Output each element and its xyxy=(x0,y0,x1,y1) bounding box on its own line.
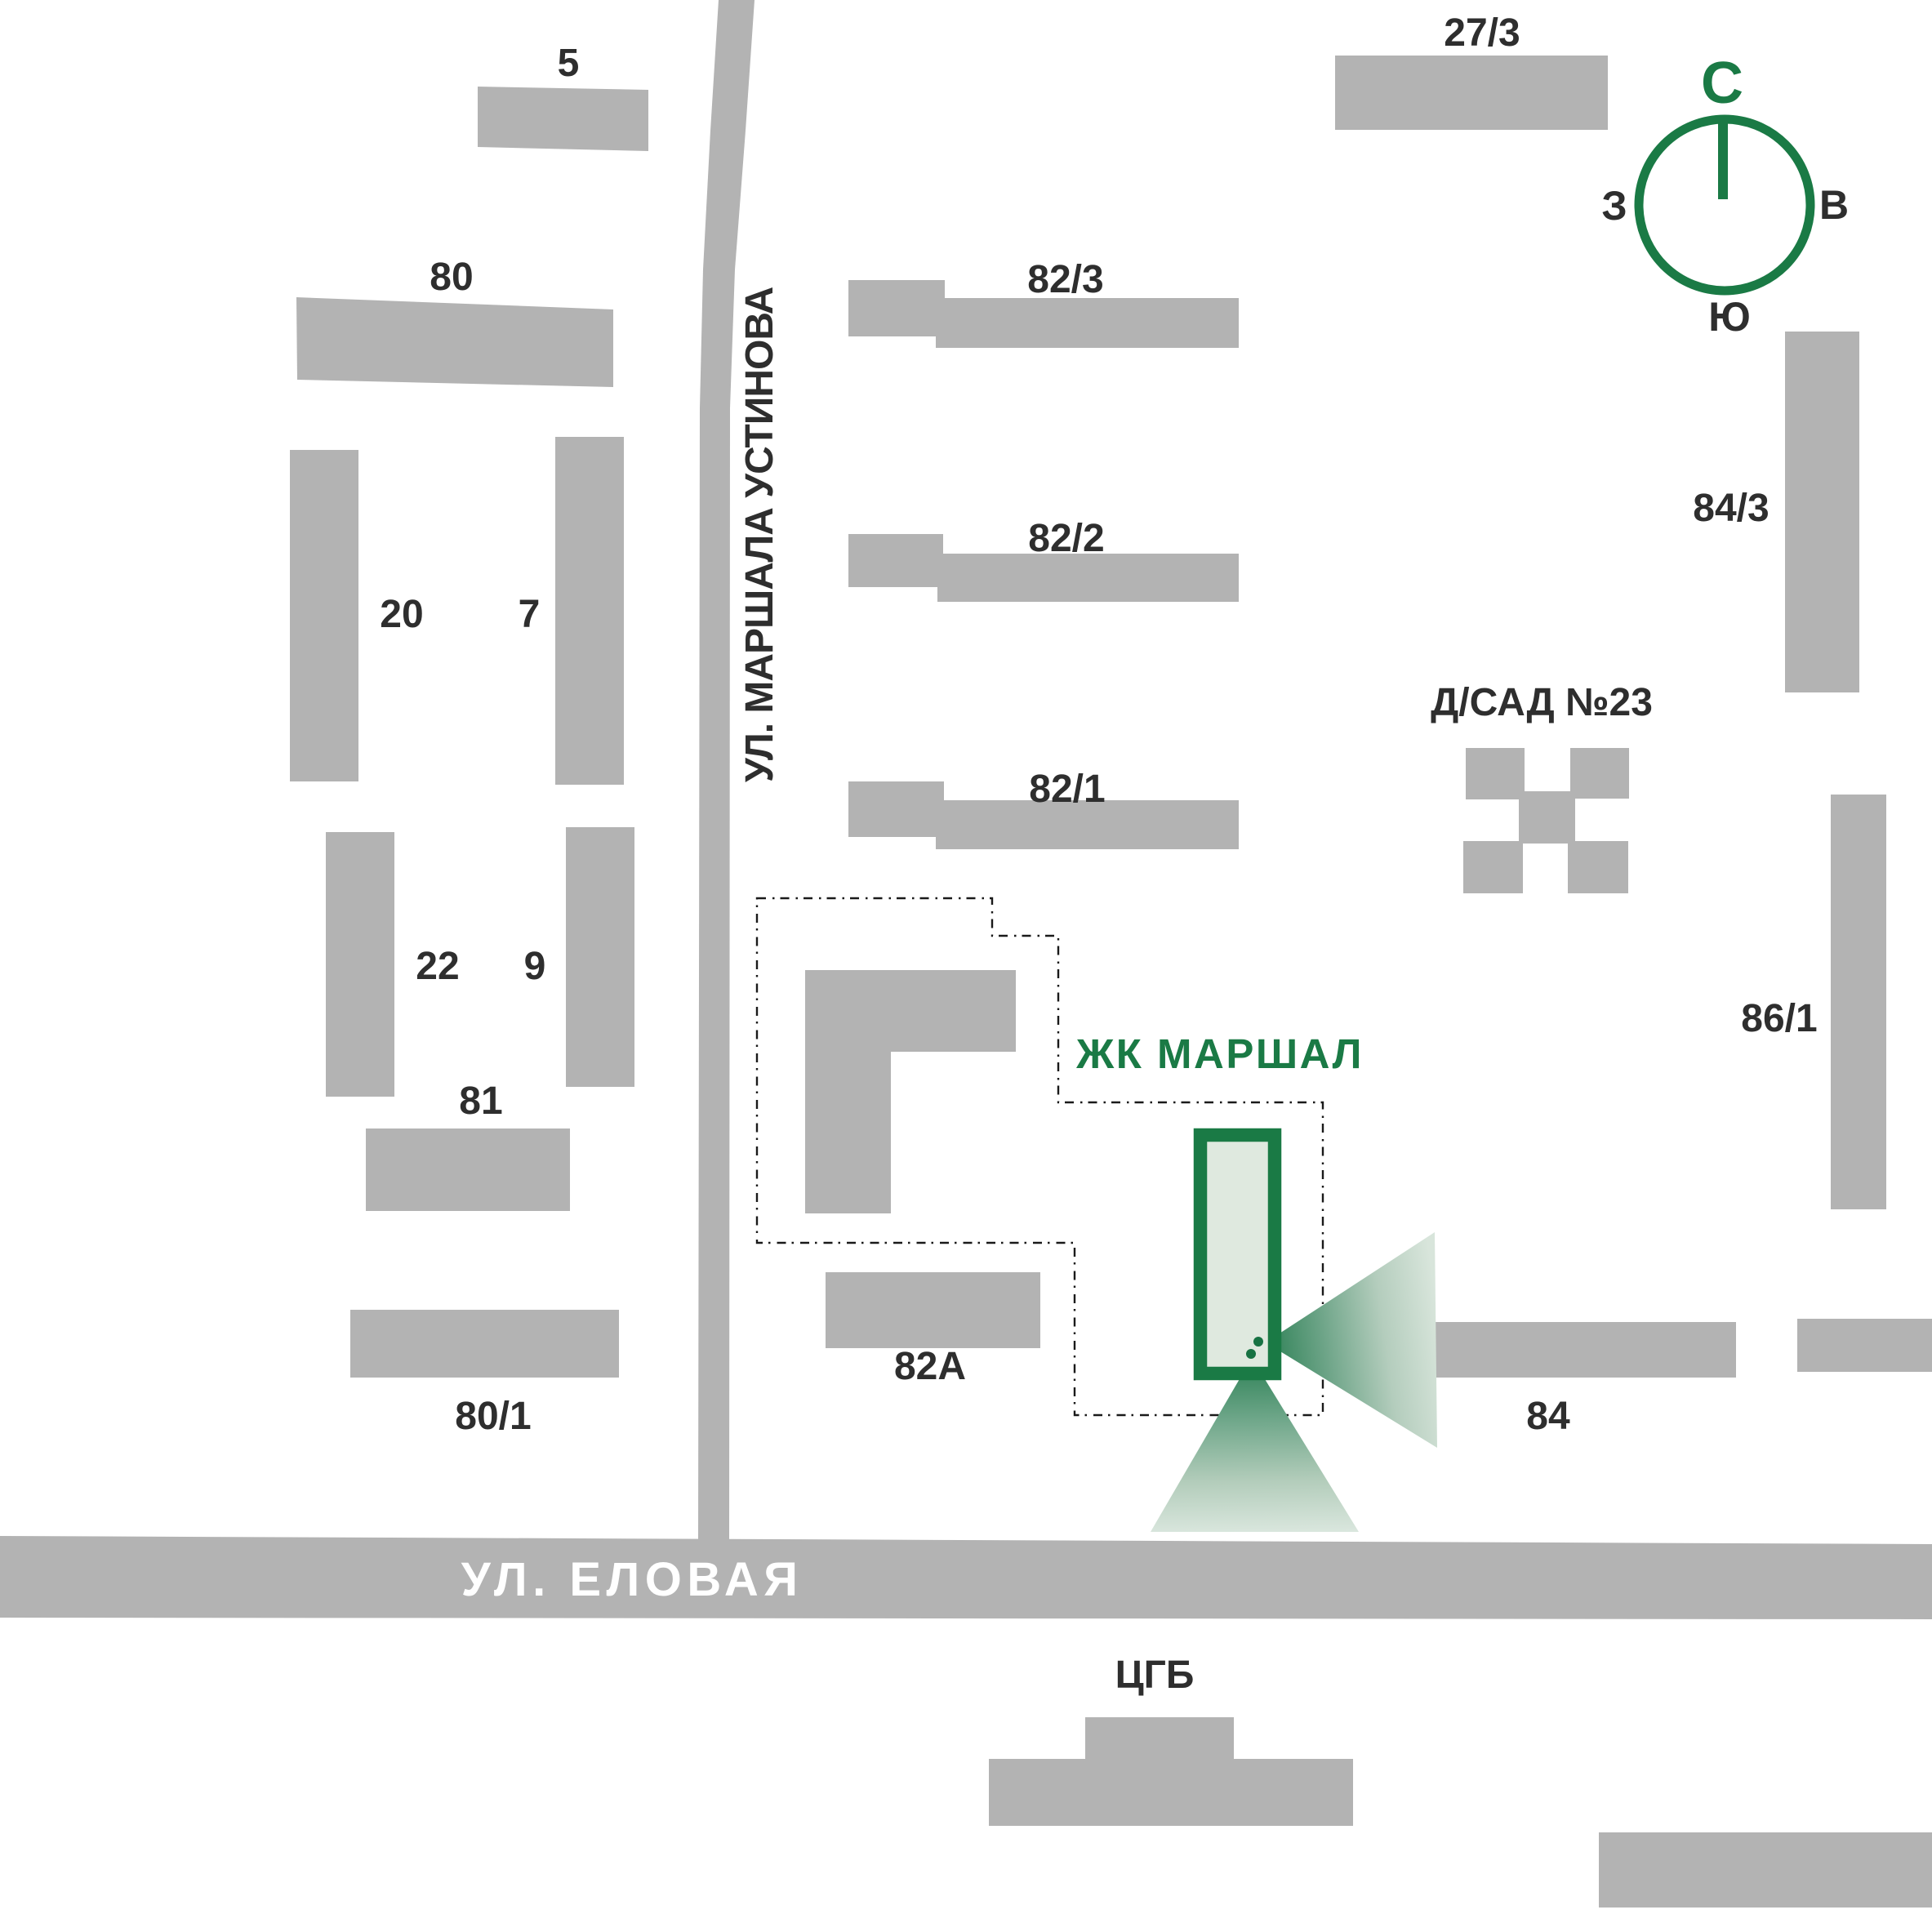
svg-text:86/1: 86/1 xyxy=(1741,997,1817,1040)
svg-text:ЖК МАРШАЛ: ЖК МАРШАЛ xyxy=(1075,1031,1364,1077)
svg-text:7: 7 xyxy=(519,593,541,636)
svg-text:5: 5 xyxy=(558,42,580,85)
svg-text:82А: 82А xyxy=(894,1345,966,1388)
svg-text:22: 22 xyxy=(416,945,459,988)
svg-text:ЦГБ: ЦГБ xyxy=(1115,1654,1195,1697)
svg-text:Д/САД №23: Д/САД №23 xyxy=(1431,681,1653,724)
svg-text:9: 9 xyxy=(524,945,546,988)
svg-text:82/2: 82/2 xyxy=(1028,517,1104,560)
svg-text:З: З xyxy=(1601,183,1627,229)
svg-text:81: 81 xyxy=(459,1080,502,1123)
svg-text:80: 80 xyxy=(430,256,473,299)
svg-text:С: С xyxy=(1701,51,1743,116)
svg-text:УЛ. ЕЛОВАЯ: УЛ. ЕЛОВАЯ xyxy=(461,1553,804,1606)
svg-text:20: 20 xyxy=(380,593,423,636)
svg-text:УЛ. МАРШАЛА УСТИНОВА: УЛ. МАРШАЛА УСТИНОВА xyxy=(738,287,781,782)
svg-text:Ю: Ю xyxy=(1708,294,1751,340)
svg-text:82/1: 82/1 xyxy=(1029,768,1105,811)
svg-text:82/3: 82/3 xyxy=(1027,258,1103,301)
svg-text:80/1: 80/1 xyxy=(455,1395,531,1438)
svg-text:84: 84 xyxy=(1526,1395,1570,1438)
svg-text:В: В xyxy=(1819,182,1849,228)
svg-text:84/3: 84/3 xyxy=(1693,487,1769,530)
svg-text:27/3: 27/3 xyxy=(1444,11,1520,55)
